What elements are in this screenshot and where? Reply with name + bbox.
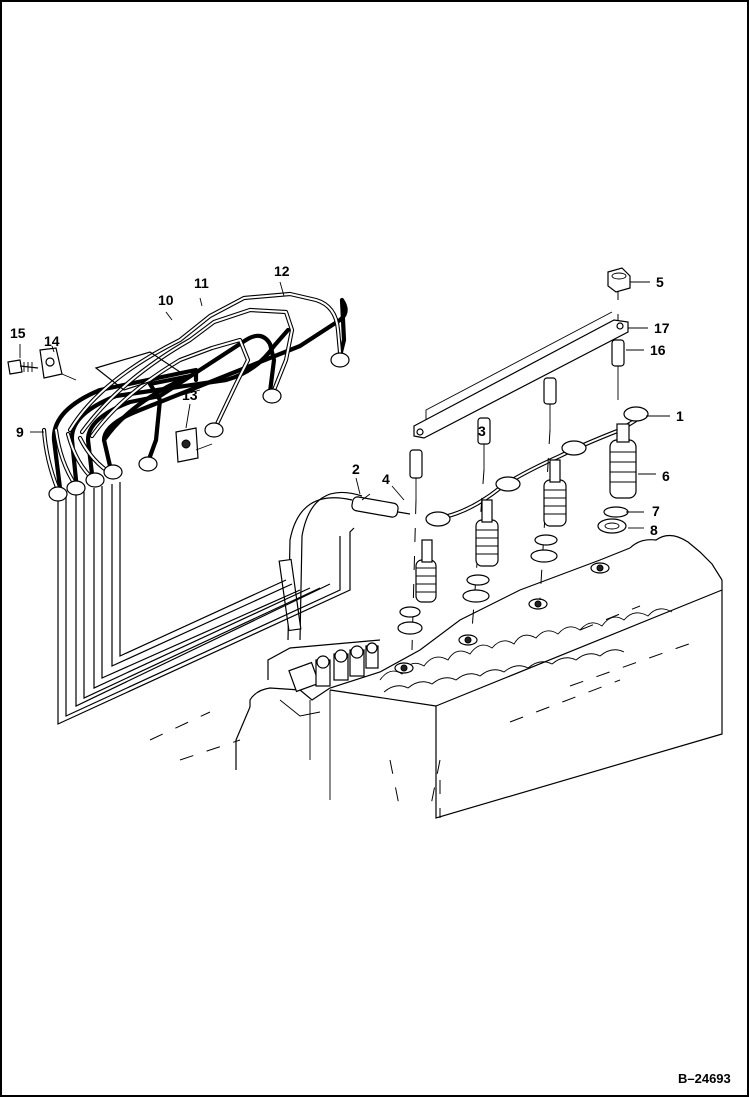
cylinder-head bbox=[149, 534, 723, 819]
callout-8: 8 bbox=[650, 522, 658, 538]
callout-4: 4 bbox=[382, 471, 390, 487]
leak-off-hose bbox=[278, 491, 411, 641]
callout-11: 11 bbox=[194, 275, 209, 291]
clamp-hardware bbox=[7, 347, 213, 463]
callout-16: 16 bbox=[650, 342, 666, 358]
nut bbox=[607, 267, 631, 293]
callout-3: 3 bbox=[478, 423, 486, 439]
callout-13: 13 bbox=[182, 387, 198, 403]
bus-bar bbox=[413, 311, 629, 439]
callout-labels: 1 2 3 4 5 6 7 8 9 10 11 12 13 14 15 16 1… bbox=[10, 263, 684, 538]
callout-15: 15 bbox=[10, 325, 26, 341]
callout-7: 7 bbox=[652, 503, 660, 519]
callout-5: 5 bbox=[656, 274, 664, 290]
callout-1: 1 bbox=[676, 408, 684, 424]
long-pipe-bundle bbox=[57, 482, 355, 725]
callout-12: 12 bbox=[274, 263, 290, 279]
callout-17: 17 bbox=[654, 320, 670, 336]
callout-6: 6 bbox=[662, 468, 670, 484]
leak-off-line bbox=[425, 406, 649, 527]
callout-14: 14 bbox=[44, 333, 60, 349]
injection-pump-outlets bbox=[267, 639, 381, 717]
reference-code: B–24693 bbox=[678, 1071, 731, 1086]
injection-pipes bbox=[41, 291, 350, 502]
callout-10: 10 bbox=[158, 292, 174, 308]
callout-2: 2 bbox=[352, 461, 360, 477]
callout-9: 9 bbox=[16, 424, 24, 440]
leader-lines bbox=[19, 281, 670, 529]
injectors bbox=[397, 423, 637, 635]
glow-plugs bbox=[409, 286, 625, 651]
